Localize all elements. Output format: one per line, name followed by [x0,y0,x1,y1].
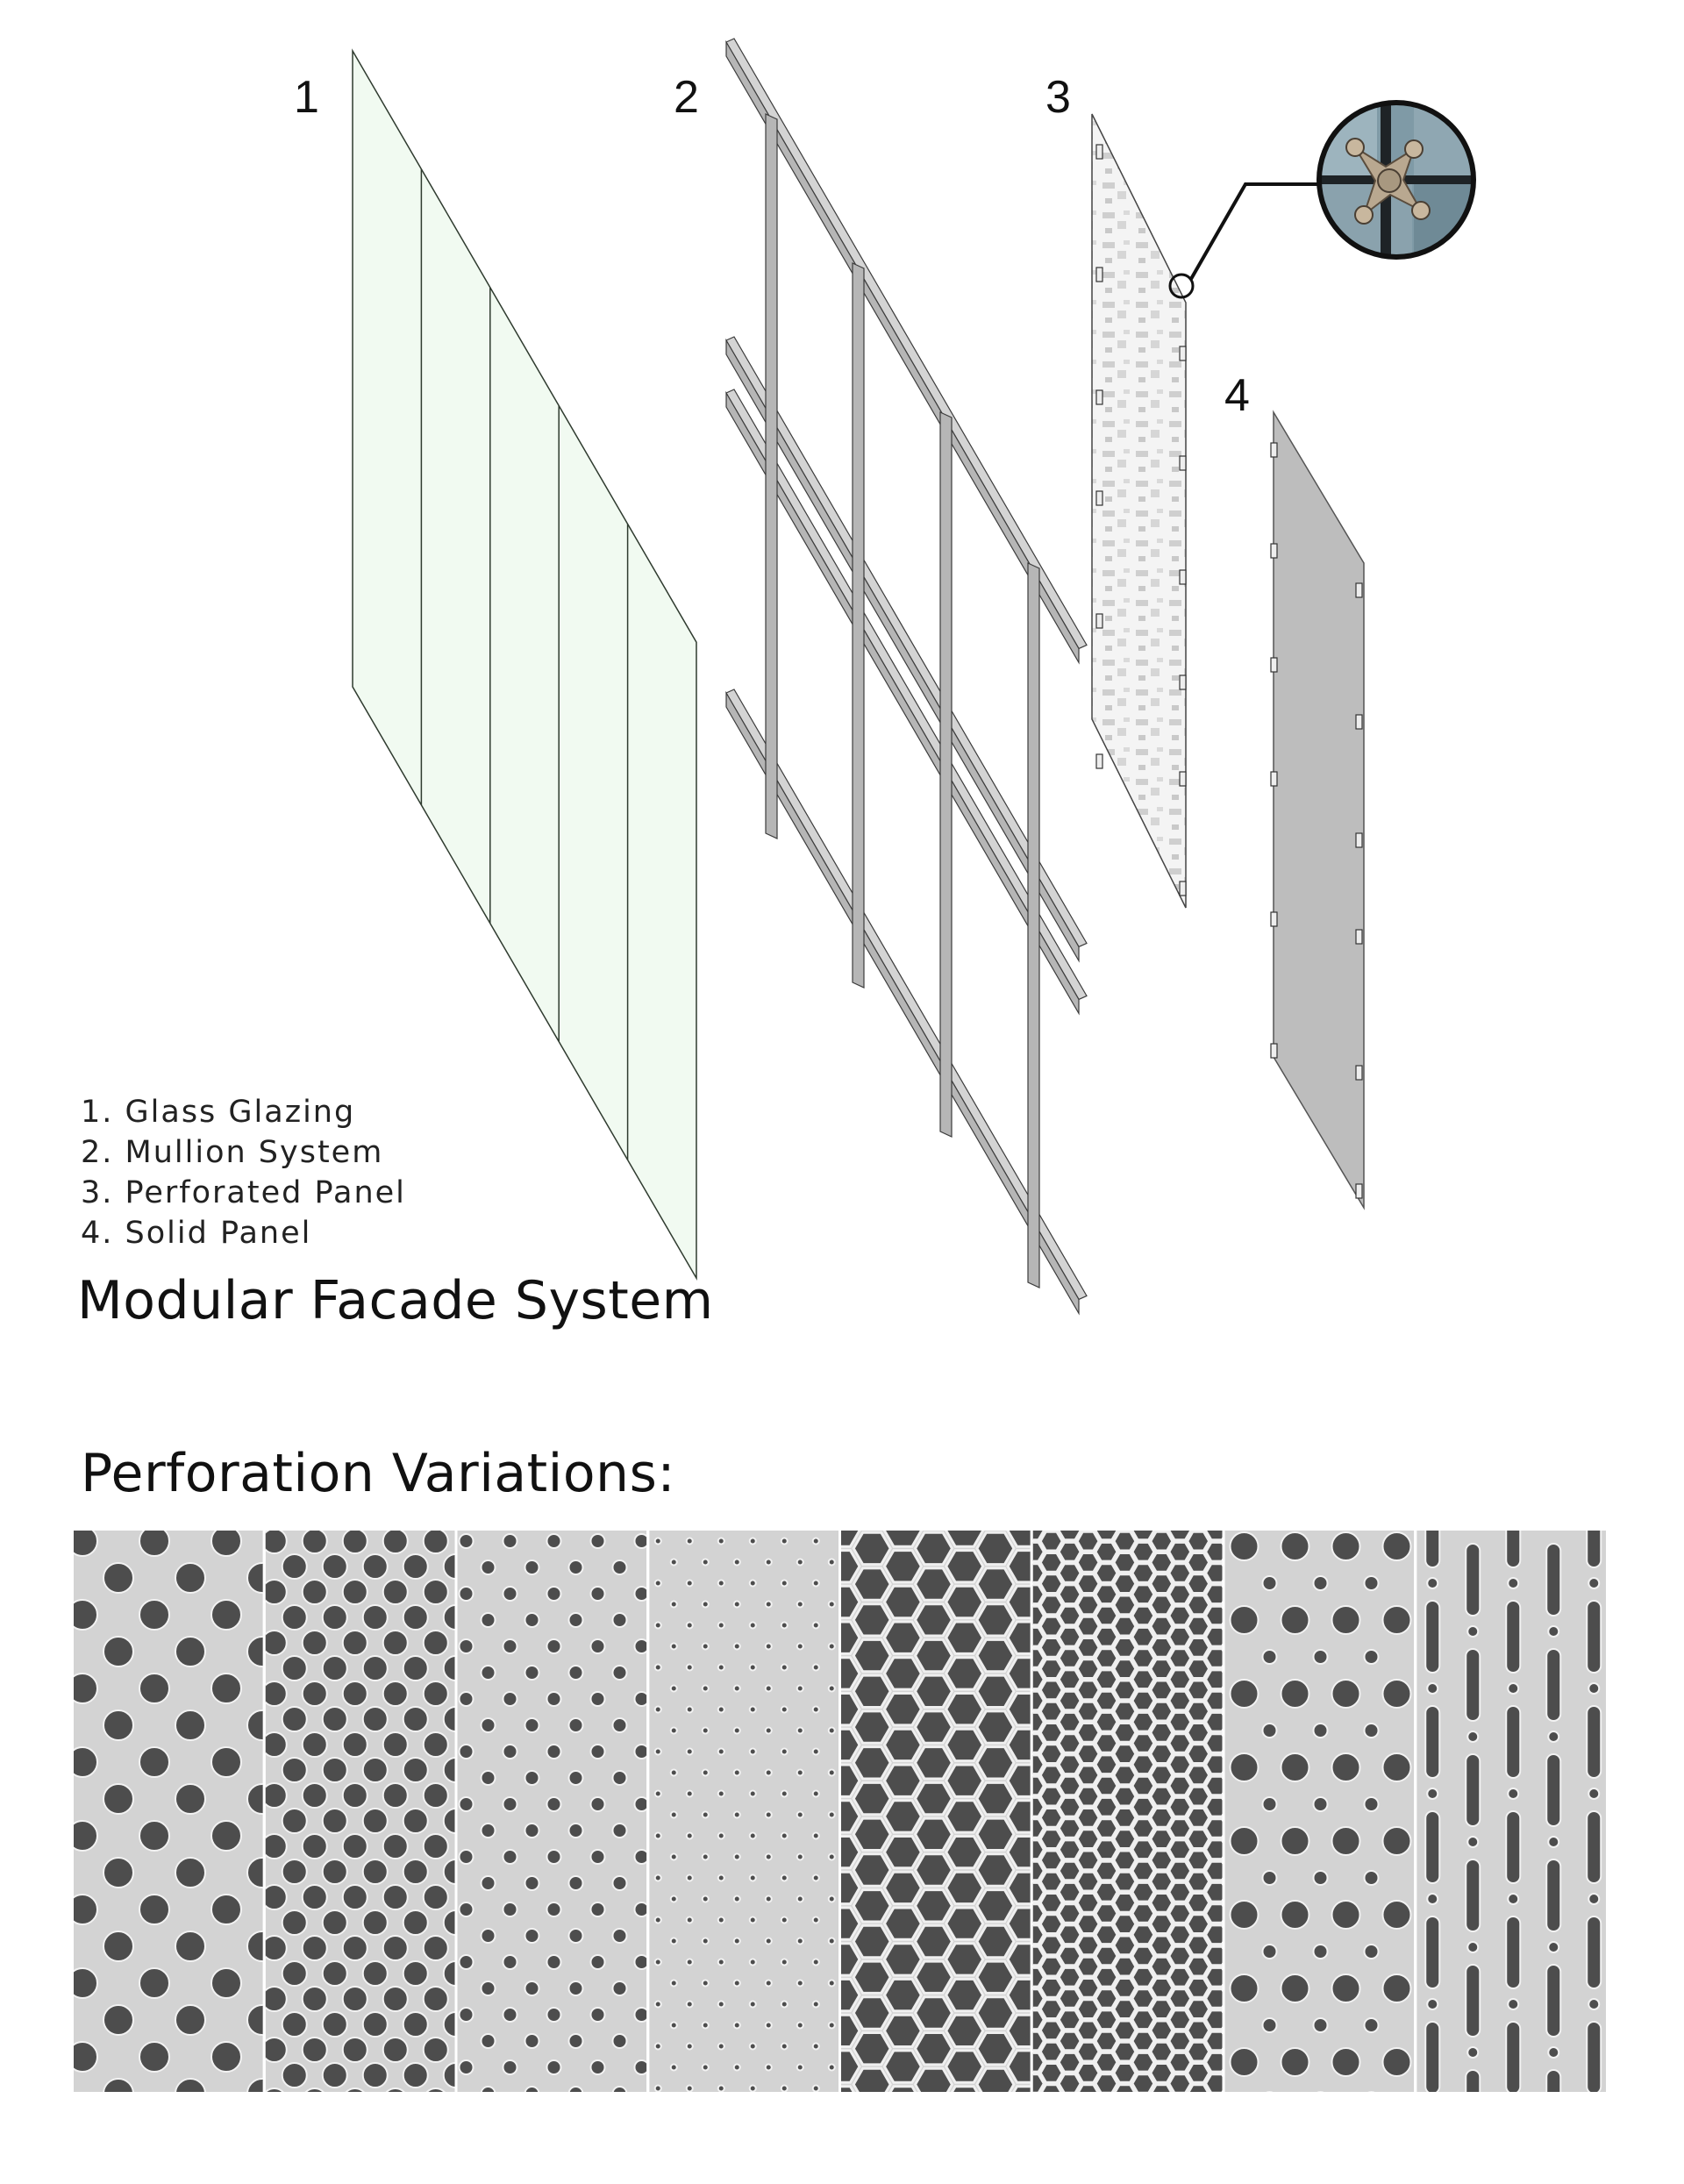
perforation-swatch-5 [841,1531,1031,2092]
solid-panel [1270,410,1365,1210]
legend-item-glass-glazing: 1. Glass Glazing [81,1095,356,1130]
mullion-post [765,113,778,839]
panel-clip [1355,1183,1363,1199]
swatch-divider [1414,1531,1417,2092]
swatch-divider [1222,1531,1225,2092]
mullion-rail [725,390,1080,1016]
swatch-divider [838,1531,841,2092]
perforation-variations-title: Perforation Variations: [81,1443,676,1504]
panel-clip [1270,911,1278,927]
panel-clip [1179,881,1187,896]
swatch-divider [1606,1531,1609,2092]
mullion-rail [725,39,1080,665]
panel-clip [1095,144,1103,160]
component-legend: 1. Glass Glazing 2. Mullion System 3. Pe… [81,1092,406,1253]
mullion-post [1027,562,1040,1288]
perforation-swatch-3 [457,1531,647,2092]
mullion-system [725,38,1088,1316]
panel-clip [1270,442,1278,458]
swatch-divider [262,1531,266,2092]
panel-clip [1095,753,1103,769]
mullion-rail [725,338,1080,963]
label-number-3: 3 [1045,72,1071,123]
label-number-1: 1 [294,72,319,123]
legend-item-perforated-panel: 3. Perforated Panel [81,1175,406,1210]
label-number-2: 2 [674,72,699,123]
panel-clip [1355,714,1363,730]
panel-clip [1095,490,1103,506]
perforation-swatch-strip [74,1531,1609,2092]
panel-clip [1179,455,1187,471]
perforation-swatch-4 [649,1531,838,2092]
panel-clip [1179,674,1187,690]
panel-clip [1270,657,1278,673]
perforated-panel [1091,113,1187,909]
mullion-post [939,411,953,1138]
panel-clip [1095,267,1103,282]
panel-clip [1179,346,1187,361]
perforation-swatch-2 [265,1531,455,2092]
perforation-swatch-1 [74,1531,263,2092]
legend-item-mullion-system: 2. Mullion System [81,1135,384,1170]
panel-clip [1179,771,1187,787]
panel-clip [1270,771,1278,787]
panel-clip [1355,929,1363,945]
perforation-swatch-6 [1032,1531,1223,2092]
panel-clip [1095,613,1103,629]
panel-clip [1270,1043,1278,1059]
label-number-4: 4 [1224,370,1250,421]
mullion-rail [725,690,1080,1316]
glass-glazing-panel [352,48,697,1281]
swatch-divider [1030,1531,1033,2092]
perforation-swatch-7 [1224,1531,1415,2092]
facade-system-title: Modular Facade System [77,1270,714,1331]
swatch-divider [454,1531,458,2092]
mullion-post [852,262,865,989]
mullion-rail-top [725,38,1088,650]
clip-detail-callout [1168,182,1321,299]
panel-clip [1095,389,1103,405]
swatch-divider [646,1531,650,2092]
perforation-swatch-8 [1416,1531,1606,2092]
panel-clip [1355,832,1363,848]
panel-clip [1179,569,1187,585]
panel-clip [1355,1065,1363,1081]
panel-clip [1355,582,1363,598]
glass-pane-outline [352,48,697,1281]
spider-fitting-detail-image [1317,100,1476,260]
legend-item-solid-panel: 4. Solid Panel [81,1216,312,1251]
panel-clip [1270,543,1278,559]
facade-exploded-diagram: 1 2 3 4 [294,38,1476,1316]
